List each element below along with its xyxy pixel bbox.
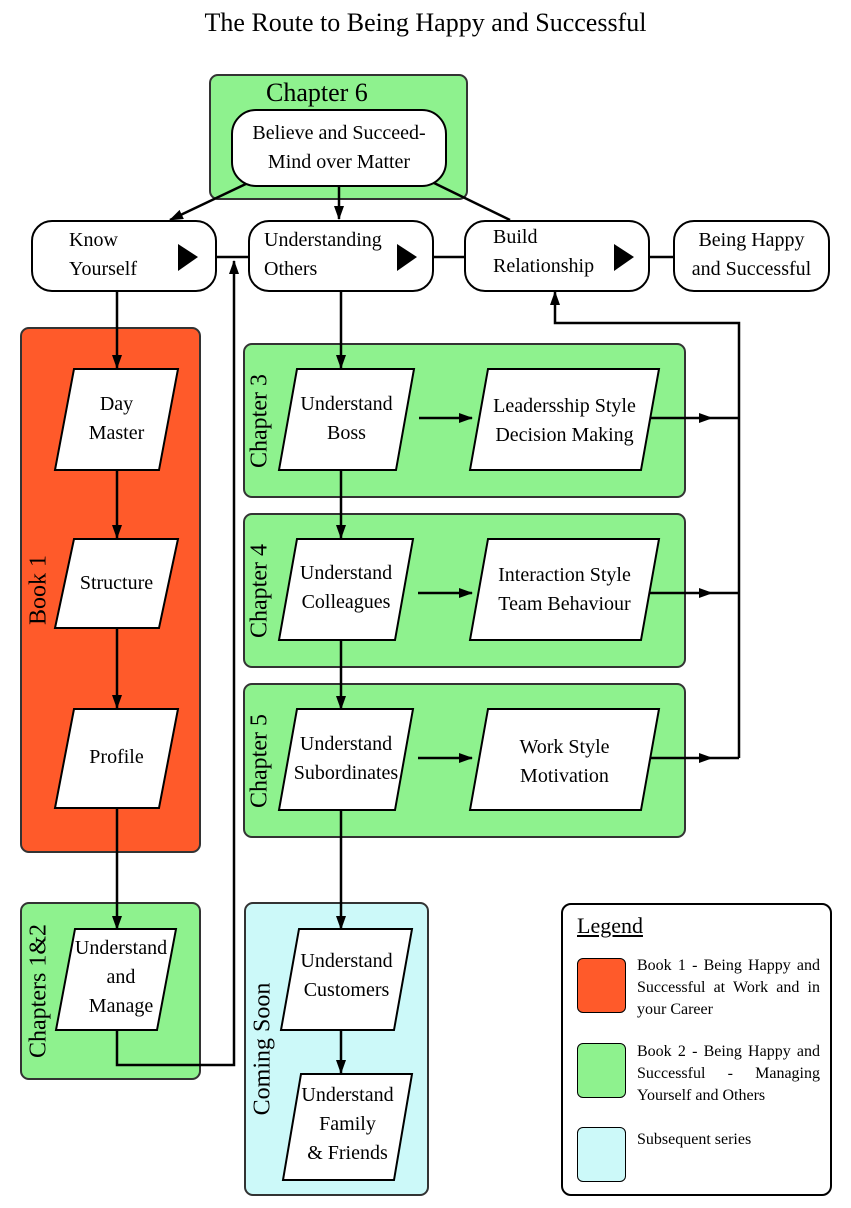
node-believe: Believe and Succeed- Mind over Matter <box>252 122 426 173</box>
line-believe-build <box>431 180 511 222</box>
node-subordinates-shape <box>277 708 415 811</box>
node-happy-shape <box>673 220 830 292</box>
play-icon <box>614 244 634 271</box>
node-understanding-shape <box>248 220 434 292</box>
node-understand-manage: Understand and Manage <box>74 937 168 1017</box>
legend-text-subsequent: Subsequent series <box>637 1131 752 1148</box>
node-understanding-others: Understanding Others <box>264 229 382 280</box>
node-leadership-shape <box>468 368 661 471</box>
arrow-believe-know <box>169 180 251 222</box>
node-colleagues-shape <box>277 538 415 641</box>
node-believe-shape <box>231 109 447 187</box>
legend-swatch-subsequent <box>577 1127 626 1182</box>
node-customers-shape <box>279 928 414 1031</box>
arrow-manage-loop-up <box>115 260 239 1067</box>
node-structure-shape <box>53 538 180 629</box>
node-profile: Profile <box>89 746 144 768</box>
node-understand-colleagues: Understand Colleagues <box>299 562 393 613</box>
legend: Legend Book 1 - Being Happy and Successf… <box>561 903 832 1196</box>
node-understand-customers: Understand Customers <box>300 950 393 1001</box>
legend-title: Legend <box>577 913 643 938</box>
play-icon <box>397 244 417 271</box>
legend-text-book-1: Book 1 - Being Happy and Successful at W… <box>637 957 820 1018</box>
node-build-shape <box>464 220 650 292</box>
node-know-shape <box>31 220 217 292</box>
node-profile-shape <box>53 708 180 809</box>
node-structure: Structure <box>79 572 154 594</box>
node-boss-shape <box>277 368 416 471</box>
node-understand-manage-shape <box>54 928 178 1031</box>
legend-text-book-2: Book 2 - Being Happy and Successful - Ma… <box>637 1043 820 1104</box>
node-interaction-style: Interaction Style Team Behaviour <box>498 564 631 615</box>
node-workstyle-shape <box>468 708 661 811</box>
node-leadership-style: Leadersship Style Decision Making <box>493 395 636 446</box>
node-interaction-shape <box>468 538 661 641</box>
node-understand-subordinates: Understand Subordinates <box>293 733 399 784</box>
node-build-relationship: Build Relationship <box>493 226 595 277</box>
node-understand-family: Understand Family & Friends <box>301 1084 394 1164</box>
node-day-master: Day Master <box>88 393 145 444</box>
node-family-shape <box>281 1073 414 1181</box>
node-understand-boss: Understand Boss <box>300 393 393 444</box>
legend-swatch-book-1 <box>577 958 626 1013</box>
panel-chapter-6-label: Chapter 6 <box>266 78 368 107</box>
node-being-happy: Being Happy and Successful <box>691 229 812 280</box>
node-know-yourself: Know Yourself <box>69 229 137 280</box>
node-day-master-shape <box>53 368 180 471</box>
arrow-feedback-build <box>550 291 741 758</box>
play-icon <box>178 244 198 271</box>
diagram-title: The Route to Being Happy and Successful <box>204 8 647 37</box>
node-work-style: Work Style Motivation <box>519 736 610 787</box>
legend-swatch-book-2 <box>577 1043 626 1098</box>
